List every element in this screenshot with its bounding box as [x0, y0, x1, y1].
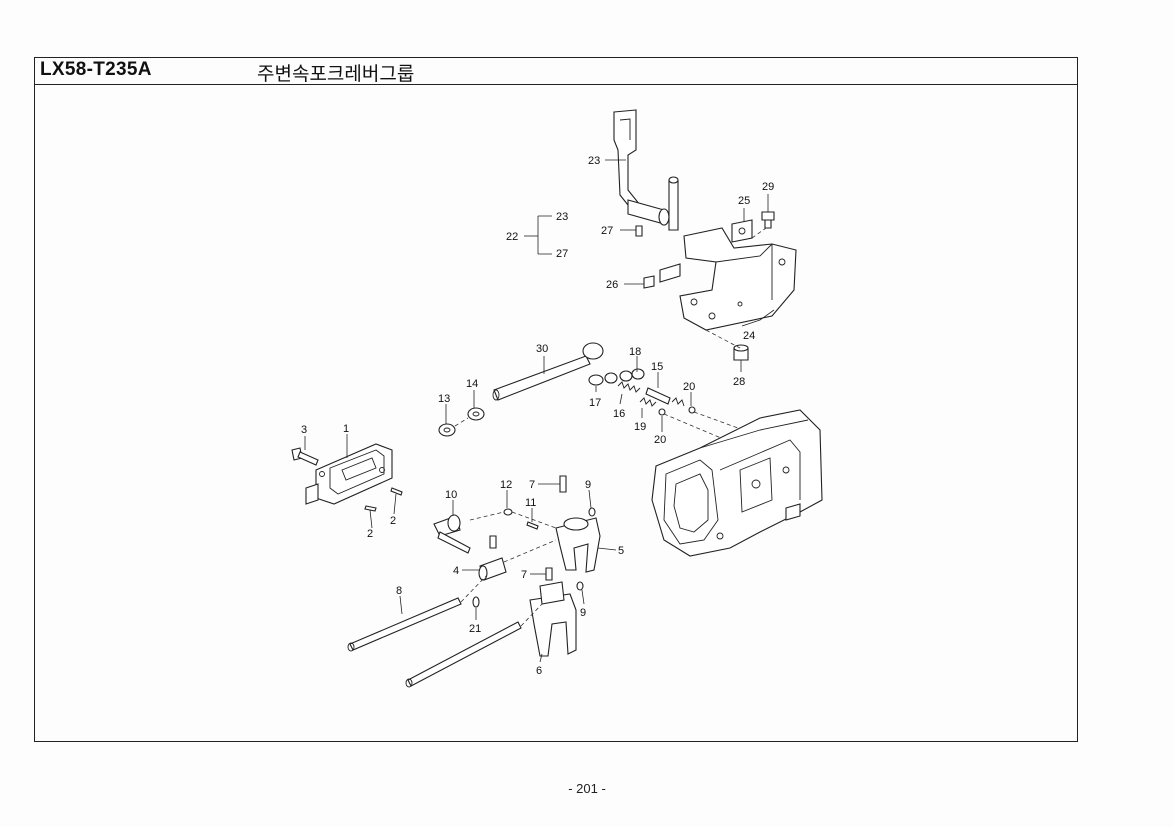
callout-16: 16 [613, 408, 625, 420]
callout-7-lower: 7 [521, 569, 527, 581]
group-title: 주변속포크레버그룹 [257, 63, 415, 85]
callout-12: 12 [500, 479, 512, 491]
callout-8: 8 [396, 585, 402, 597]
bushing-28 [733, 344, 749, 361]
callout-22-range-start: 23 [556, 211, 568, 223]
callout-23: 23 [588, 155, 600, 167]
shift-lever-23 [613, 109, 679, 231]
fork-6 [529, 581, 577, 657]
pin-11 [526, 521, 539, 530]
diagram-frame: LX58-T235A 주변속포크레버그룹 [34, 57, 1078, 742]
shift-rod-8 [347, 597, 462, 652]
ring-12 [503, 508, 513, 516]
model-code: LX58-T235A [40, 59, 152, 80]
callout-19: 19 [634, 421, 646, 433]
leader-lines [304, 159, 775, 663]
callout-21: 21 [469, 623, 481, 635]
washer-18 [604, 368, 645, 384]
title-bar: LX58-T235A 주변속포크레버그룹 [35, 58, 1077, 85]
plug-17 [588, 370, 633, 386]
callout-7: 7 [529, 479, 535, 491]
callout-22: 22 [506, 231, 518, 243]
callout-1: 1 [343, 423, 349, 435]
callout-9-lower: 9 [580, 607, 586, 619]
callout-13: 13 [438, 393, 450, 405]
callout-17: 17 [589, 397, 601, 409]
cover-1 [305, 443, 393, 505]
callout-22-range-end: 27 [556, 248, 568, 260]
callout-30: 30 [536, 343, 548, 355]
callout-29: 29 [762, 181, 774, 193]
transmission-case [651, 409, 823, 557]
pin-2 [364, 487, 403, 512]
callout-26: 26 [606, 279, 618, 291]
bolt-29 [761, 211, 775, 229]
cotter-pin-27 [635, 225, 643, 237]
callout-9: 9 [585, 479, 591, 491]
plate-26 [643, 263, 681, 289]
callout-2: 2 [390, 515, 396, 527]
callout-6: 6 [536, 665, 542, 677]
callout-14: 14 [466, 378, 478, 390]
callout-2-lower: 2 [367, 528, 373, 540]
washer-14 [467, 407, 485, 421]
pin-7 [489, 475, 567, 581]
callout-27: 27 [601, 225, 613, 237]
lever-shaft-30 [492, 342, 604, 401]
pin-15 [645, 387, 671, 405]
plate-25 [731, 219, 753, 243]
callout-3: 3 [301, 424, 307, 436]
callout-25: 25 [738, 195, 750, 207]
callout-20-lower: 20 [654, 434, 666, 446]
ball-20 [658, 406, 696, 416]
spring-19 [639, 397, 685, 407]
fork-5 [555, 517, 601, 573]
callout-28: 28 [733, 376, 745, 388]
washer-13 [438, 423, 456, 437]
ring-9 [576, 507, 596, 591]
callout-10: 10 [445, 489, 457, 501]
callout-labels: 23 29 25 22 23 27 27 26 24 28 30 18 15 1… [301, 155, 774, 677]
shift-rod-21 [405, 596, 522, 688]
page-number: - 201 - [568, 781, 606, 796]
bolt-3 [291, 447, 319, 466]
callout-4: 4 [453, 565, 459, 577]
spring-16 [617, 381, 641, 393]
bracket-24 [679, 227, 797, 331]
block-4 [478, 557, 507, 581]
callout-15: 15 [651, 361, 663, 373]
callout-20: 20 [683, 381, 695, 393]
callout-18: 18 [629, 346, 641, 358]
callout-11: 11 [525, 497, 536, 509]
callout-24: 24 [743, 330, 755, 342]
callout-5: 5 [618, 545, 624, 557]
arm-10 [433, 514, 471, 554]
